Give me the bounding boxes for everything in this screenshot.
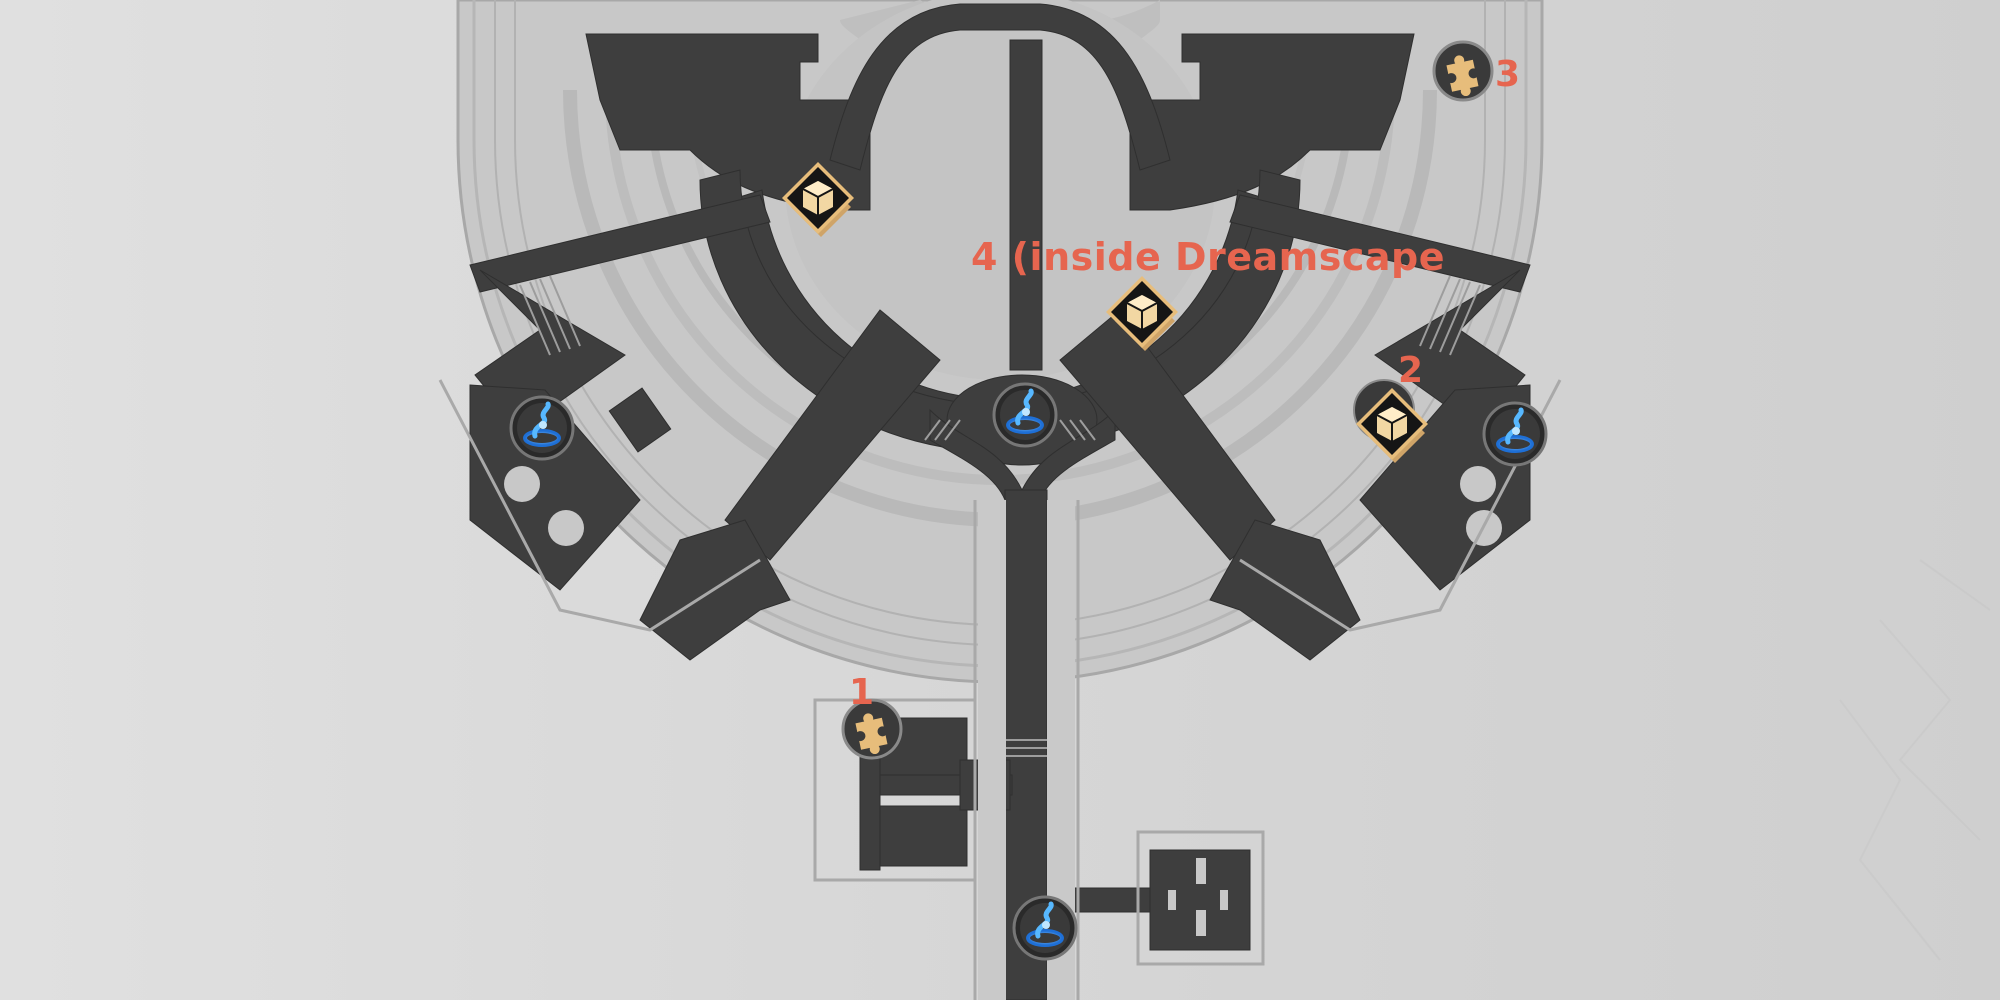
building-details bbox=[504, 466, 1502, 936]
puzzle-piece-icon bbox=[1432, 40, 1494, 102]
space-anchor-icon bbox=[1484, 403, 1546, 465]
space-anchor-icon bbox=[511, 397, 573, 459]
stairs bbox=[519, 275, 1481, 757]
teleport-center-marker[interactable] bbox=[994, 384, 1056, 446]
marker-label-1: 1 bbox=[849, 672, 875, 713]
puzzle-3-marker[interactable] bbox=[1432, 40, 1494, 102]
marker-label-3: 3 bbox=[1495, 54, 1521, 95]
space-anchor-icon bbox=[994, 384, 1056, 446]
space-anchor-icon bbox=[1014, 897, 1076, 959]
chest-2-marker[interactable] bbox=[1353, 379, 1429, 464]
marker-label-4: 4 (inside Dreamscape bbox=[971, 235, 1446, 279]
teleport-west-marker[interactable] bbox=[511, 397, 573, 459]
teleport-east-marker[interactable] bbox=[1484, 403, 1546, 465]
teleport-south-marker[interactable] bbox=[1014, 897, 1076, 959]
inner-court-floor bbox=[785, 0, 1215, 380]
marker-label-2: 2 bbox=[1398, 350, 1424, 391]
south-compounds bbox=[438, 379, 1562, 1000]
